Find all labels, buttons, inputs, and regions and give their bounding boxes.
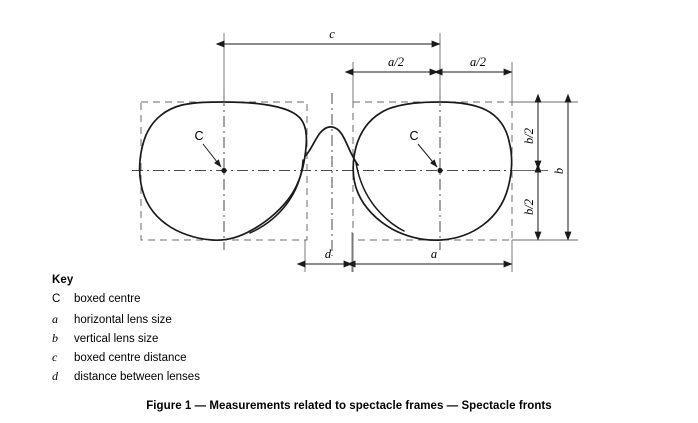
left-centre-dot bbox=[221, 167, 227, 174]
dimension-b: b bbox=[552, 93, 572, 241]
dimension-a-label: a bbox=[431, 247, 437, 261]
left-boxed-centre-marker: C bbox=[194, 129, 227, 174]
left-centre-label: C bbox=[194, 129, 203, 143]
key-symbol-b: b bbox=[52, 331, 58, 345]
dimension-c-label: c bbox=[329, 27, 335, 41]
key-item-c: c boxed centre distance bbox=[52, 350, 382, 369]
key-symbol-d: d bbox=[52, 369, 58, 383]
key-item-d: d distance between lenses bbox=[52, 369, 382, 388]
key-item-a: a horizontal lens size bbox=[52, 312, 382, 331]
key-description-a: horizontal lens size bbox=[74, 314, 172, 326]
dimension-d: d bbox=[296, 247, 353, 268]
key-description-c: boxed centre distance bbox=[74, 352, 187, 364]
right-lens-outline bbox=[352, 101, 513, 241]
key-symbol-C: C bbox=[52, 293, 61, 305]
key-heading: Key bbox=[52, 274, 74, 286]
right-centre-leader-line bbox=[417, 143, 438, 168]
key-description-d: distance between lenses bbox=[74, 371, 200, 383]
dimension-c: c bbox=[215, 27, 441, 48]
right-centre-dot bbox=[437, 167, 443, 174]
key-item-C: C boxed centre bbox=[52, 293, 382, 312]
key-item-b: b vertical lens size bbox=[52, 331, 382, 350]
key-legend: Key C boxed centre a horizontal lens siz… bbox=[52, 274, 382, 388]
dimension-d-label: d bbox=[325, 247, 332, 261]
right-centre-label: C bbox=[409, 129, 418, 143]
key-symbol-a: a bbox=[52, 312, 58, 326]
dimension-a-half-right: a/2 bbox=[433, 55, 513, 76]
dimension-b-half-upper-label: b/2 bbox=[522, 128, 536, 144]
right-boxed-centre-marker: C bbox=[409, 129, 443, 174]
dimension-b-half-lower: b/2 bbox=[522, 163, 542, 241]
dimension-a-half-left-label: a/2 bbox=[388, 55, 404, 69]
left-centre-leader-line bbox=[202, 143, 222, 168]
centre-axes bbox=[132, 93, 524, 256]
dimension-a-half-left: a/2 bbox=[344, 55, 439, 76]
figure-caption: Figure 1 — Measurements related to spect… bbox=[146, 400, 552, 412]
dimension-a-half-right-label: a/2 bbox=[470, 55, 486, 69]
left-temple-sweep bbox=[249, 159, 304, 234]
left-lens-outline bbox=[138, 101, 308, 242]
dimension-b-label: b bbox=[552, 168, 566, 174]
bridge-outline bbox=[304, 126, 359, 166]
key-description-b: vertical lens size bbox=[74, 333, 159, 345]
dimension-b-half-upper: b/2 bbox=[522, 93, 542, 170]
dimension-b-half-lower-label: b/2 bbox=[522, 199, 536, 215]
dimension-a: a bbox=[346, 247, 513, 268]
key-description-C: boxed centre bbox=[74, 293, 141, 305]
key-symbol-c: c bbox=[52, 350, 58, 364]
temple-sweep-lines bbox=[249, 159, 405, 234]
right-temple-sweep bbox=[355, 162, 405, 232]
